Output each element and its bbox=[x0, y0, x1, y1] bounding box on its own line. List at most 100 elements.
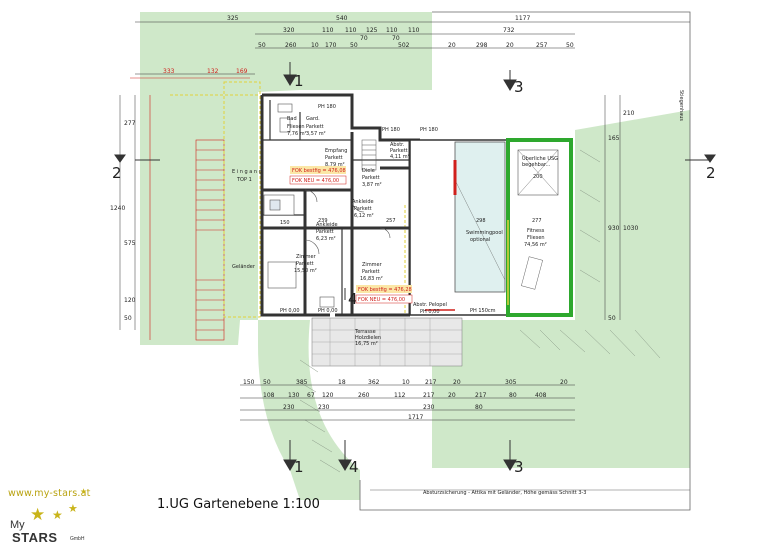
svg-text:74,56 m²: 74,56 m² bbox=[524, 242, 547, 248]
dim-bottom3-1: 230 bbox=[318, 404, 330, 411]
dim-top2-5: 110 bbox=[408, 27, 420, 34]
dim-bottom3-0: 230 bbox=[283, 404, 295, 411]
dim-bottom2-6: 217 bbox=[423, 392, 435, 399]
svg-text:Parkett: Parkett bbox=[306, 124, 324, 130]
room-zimmer-2: Zimmer Parkett 16,83 m² bbox=[360, 262, 383, 282]
dim-top1-1: 540 bbox=[336, 15, 348, 22]
dim-left-0: 277 bbox=[124, 120, 136, 127]
dim-bottom1-9: 20 bbox=[560, 379, 568, 386]
dim-top2-4: 110 bbox=[386, 27, 398, 34]
star-icon-large: ★ bbox=[30, 505, 46, 525]
section-label-1-bottom: 1 bbox=[294, 458, 304, 476]
svg-text:6,12 m²: 6,12 m² bbox=[354, 213, 374, 219]
room-diele: Diele Parkett 3,87 m² bbox=[362, 168, 382, 188]
dim-bottom1-4: 362 bbox=[368, 379, 380, 386]
exterior-stair bbox=[130, 77, 250, 341]
ph-label-f: PH 150cm bbox=[470, 308, 496, 314]
dim-bottom2-5: 112 bbox=[394, 392, 406, 399]
svg-text:7,76 m²: 7,76 m² bbox=[287, 131, 307, 137]
section-label-3-bottom: 3 bbox=[514, 458, 524, 476]
dim-bottom1-3: 18 bbox=[338, 379, 346, 386]
dim-top4-7: 298 bbox=[476, 42, 488, 49]
dim-inner-298: 298 bbox=[476, 218, 486, 224]
svg-text:4,11 m²: 4,11 m² bbox=[390, 154, 410, 160]
dim-inner-239: 239 bbox=[318, 218, 328, 224]
dim-bottom1-1: 50 bbox=[263, 379, 271, 386]
railing-label: Geländer bbox=[232, 264, 256, 270]
svg-text:8,79 m²: 8,79 m² bbox=[325, 162, 345, 168]
svg-text:Abstr. Pelopel: Abstr. Pelopel bbox=[413, 302, 447, 308]
room-pool: Swimmingpool optional bbox=[466, 230, 503, 243]
dim-top2-6: 732 bbox=[503, 27, 515, 34]
garden-area-right-top bbox=[575, 110, 690, 330]
ph-label-e: PH 0,00 bbox=[318, 308, 338, 314]
dim-bottom2-2: 67 bbox=[307, 392, 315, 399]
dim-bottom2-3: 120 bbox=[322, 392, 334, 399]
logo-url-link[interactable]: www.my-stars.at bbox=[8, 488, 91, 499]
svg-text:3,87 m²: 3,87 m² bbox=[362, 182, 382, 188]
pool-basin bbox=[454, 141, 506, 293]
dim-top4-4: 50 bbox=[350, 42, 358, 49]
fok-new-2: FOK NEU = 476,00 bbox=[358, 297, 405, 303]
room-garderobe: Gard. Parkett 3,57 m² bbox=[306, 116, 326, 137]
room-ankleide-1: Ankleide Parkett 6,12 m² bbox=[352, 199, 374, 219]
section-label-2-right: 2 bbox=[706, 164, 716, 182]
dim-bottom3-3: 80 bbox=[475, 404, 483, 411]
dim-right-4: 50 bbox=[608, 315, 616, 322]
dim-red-top-0: 333 bbox=[163, 68, 175, 75]
dim-bottom1-6: 217 bbox=[425, 379, 437, 386]
dim-right-1: 1030 bbox=[623, 225, 638, 232]
svg-text:Abstr.: Abstr. bbox=[390, 142, 405, 148]
dim-bottom3-2: 230 bbox=[423, 404, 435, 411]
svg-text:Überliche USG: Überliche USG bbox=[522, 155, 558, 162]
dim-left-2: 575 bbox=[124, 240, 136, 247]
dim-bottom2-0: 108 bbox=[263, 392, 275, 399]
ph-label-a: PH 180 bbox=[318, 104, 336, 110]
dim-top4-1: 260 bbox=[285, 42, 297, 49]
fok-existing-1: FOK bestfig = 476,08 bbox=[292, 168, 346, 174]
svg-text:Bad: Bad bbox=[287, 116, 297, 122]
dim-bottom1-5: 10 bbox=[402, 379, 410, 386]
room-zimmer-1: Zimmer Parkett 15,50 m² bbox=[294, 254, 317, 274]
svg-text:Parkett: Parkett bbox=[390, 148, 408, 154]
dim-right-2: 210 bbox=[623, 110, 635, 117]
dim-bottom1-0: 150 bbox=[243, 379, 255, 386]
svg-text:Swimmingpool: Swimmingpool bbox=[466, 230, 503, 236]
dim-top4-10: 50 bbox=[566, 42, 574, 49]
dim-right-3: 165 bbox=[608, 135, 620, 142]
svg-text:Parkett: Parkett bbox=[316, 229, 334, 235]
stairwell-label: Stiegenhaus bbox=[678, 90, 684, 121]
dim-bottom2-1: 130 bbox=[288, 392, 300, 399]
room-empfang: Empfang Parkett 8,79 m² bbox=[325, 148, 347, 168]
dim-red-top-1: 132 bbox=[207, 68, 219, 75]
dim-top1-0: 325 bbox=[227, 15, 239, 22]
svg-text:16,75 m²: 16,75 m² bbox=[355, 341, 378, 347]
ph-label-b: PH 180 bbox=[382, 127, 400, 133]
dim-top4-3: 170 bbox=[325, 42, 337, 49]
dim-bottom1-7: 20 bbox=[453, 379, 461, 386]
dim-inner-150: 150 bbox=[280, 220, 290, 226]
ph-label-c: PH 180 bbox=[420, 127, 438, 133]
section-label-3-top: 3 bbox=[514, 78, 524, 96]
dim-bottom2-10: 408 bbox=[535, 392, 547, 399]
svg-text:optional: optional bbox=[470, 237, 490, 243]
svg-text:PH 0,00: PH 0,00 bbox=[420, 309, 440, 315]
svg-text:Parkett: Parkett bbox=[296, 261, 314, 267]
dim-bottom2-7: 20 bbox=[448, 392, 456, 399]
star-icon-small: ★ bbox=[68, 502, 78, 515]
logo-text-stars: STARS bbox=[12, 530, 58, 545]
svg-text:Zimmer: Zimmer bbox=[362, 262, 383, 268]
fok-new-1: FOK NEU = 476,00 bbox=[292, 178, 339, 184]
svg-text:Terrasse: Terrasse bbox=[354, 329, 376, 335]
section-label-1-top: 1 bbox=[294, 72, 304, 90]
svg-text:Parkett: Parkett bbox=[325, 155, 343, 161]
top1-label: TOP 1 bbox=[236, 177, 252, 183]
dim-right-0: 930 bbox=[608, 225, 620, 232]
dim-inner-277: 277 bbox=[532, 218, 542, 224]
dim-top3-1: 70 bbox=[392, 35, 400, 42]
dim-left-1: 1240 bbox=[110, 205, 125, 212]
dim-top4-8: 20 bbox=[506, 42, 514, 49]
svg-text:Parkett: Parkett bbox=[362, 269, 380, 275]
svg-text:Empfang: Empfang bbox=[325, 148, 347, 154]
dim-bottom2-4: 260 bbox=[358, 392, 370, 399]
